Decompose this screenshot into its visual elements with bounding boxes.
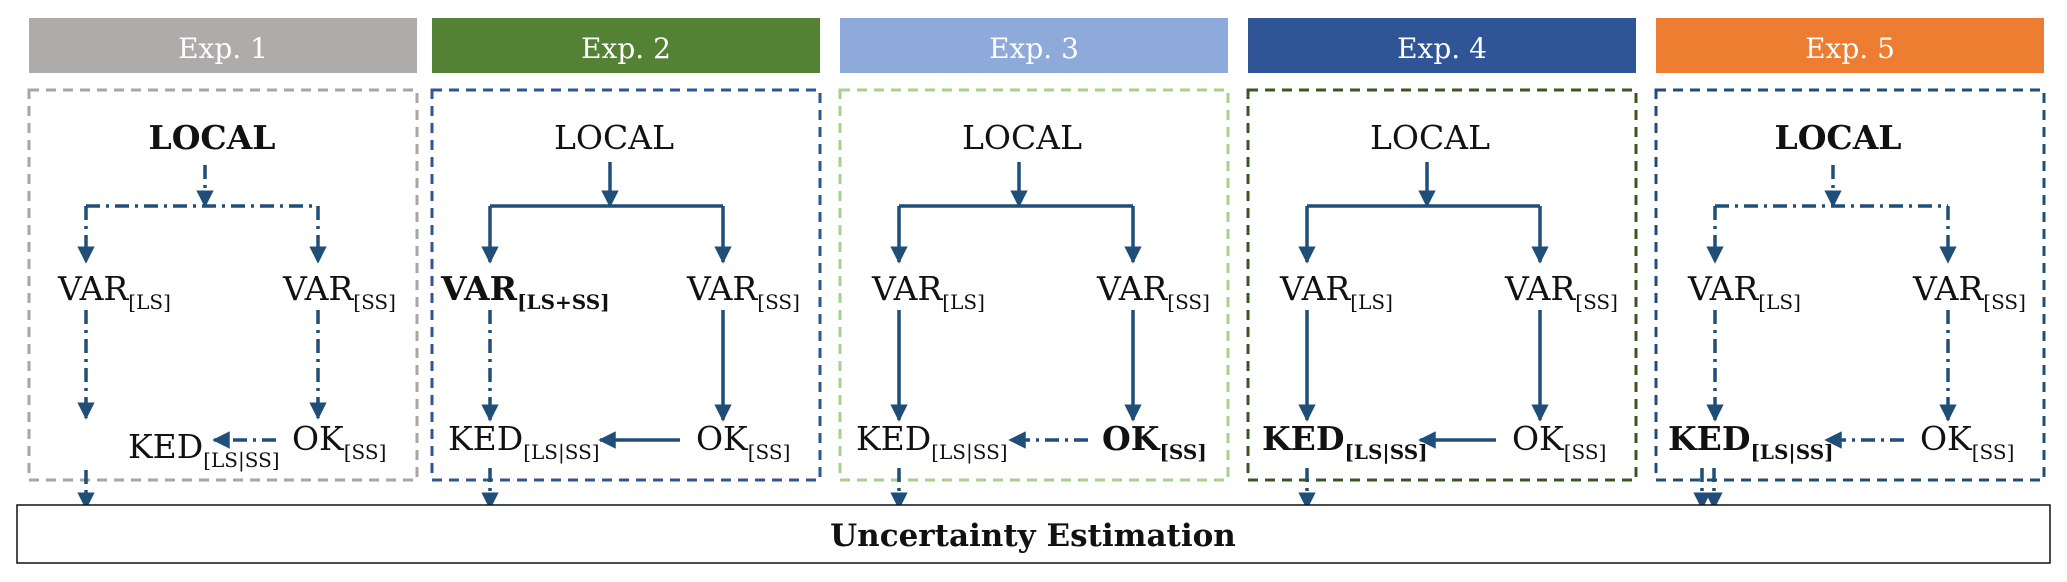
exp-4-edges xyxy=(1298,162,1549,510)
exp-3-var-ls: VAR[LS] xyxy=(871,269,985,314)
exp-1-local: LOCAL xyxy=(148,118,275,157)
exp-2-ok: OK[SS] xyxy=(696,419,790,464)
exp-5-ok: OK[SS] xyxy=(1920,419,2014,464)
experiment-1: Exp. 1 LOCAL VAR[LS] VAR[SS] KED[LS|SS] … xyxy=(27,18,419,510)
exp-5-edges xyxy=(1693,165,1957,510)
exp-2-ked: KED[LS|SS] xyxy=(448,419,600,465)
exp-2-var-ls-ss: VAR[LS+SS] xyxy=(440,269,610,314)
exp-1-header-bar xyxy=(29,18,417,73)
exp-4-ok: OK[SS] xyxy=(1512,419,1606,464)
exp-4-var-ls: VAR[LS] xyxy=(1279,269,1393,314)
exp-2-edges xyxy=(481,162,732,510)
exp-2-header: Exp. 2 xyxy=(581,32,671,65)
uncertainty-estimation-label: Uncertainty Estimation xyxy=(830,518,1236,554)
experiment-2: Exp. 2 LOCAL VAR[LS+SS] VAR[SS] KED[LS|S… xyxy=(430,18,822,510)
exp-2-local: LOCAL xyxy=(554,118,674,157)
uncertainty-box-frame xyxy=(16,504,2051,564)
experiment-5: Exp. 5 LOCAL VAR[LS] VAR[SS] KED[LS|SS] … xyxy=(1654,18,2046,510)
exp-5-ked: KED[LS|SS] xyxy=(1668,419,1834,464)
exp-5-local: LOCAL xyxy=(1774,118,1901,157)
exp-3-var-ss: VAR[SS] xyxy=(1096,269,1210,314)
exp-3-local: LOCAL xyxy=(962,118,1082,157)
exp-5-var-ss: VAR[SS] xyxy=(1912,269,2026,314)
exp-4-header-bar xyxy=(1248,18,1636,73)
exp-1-header: Exp. 1 xyxy=(178,32,268,65)
exp-2-border xyxy=(430,88,822,482)
exp-4-var-ss: VAR[SS] xyxy=(1504,269,1618,314)
exp-5-header: Exp. 5 xyxy=(1805,32,1895,65)
experiment-3: Exp. 3 LOCAL VAR[LS] VAR[SS] KED[LS|SS] … xyxy=(838,18,1230,510)
exp-3-ok: OK[SS] xyxy=(1102,419,1207,464)
exp-5-header-bar xyxy=(1656,18,2044,73)
exp-5-border xyxy=(1654,88,2046,482)
exp-1-var-ls: VAR[LS] xyxy=(57,269,171,314)
exp-3-ked: KED[LS|SS] xyxy=(856,419,1008,465)
exp-3-header: Exp. 3 xyxy=(989,32,1079,65)
exp-3-border xyxy=(838,88,1230,482)
exp-3-edges xyxy=(890,162,1142,510)
exp-4-border xyxy=(1246,88,1638,482)
experiment-4: Exp. 4 LOCAL VAR[LS] VAR[SS] KED[LS|SS] … xyxy=(1246,18,1638,510)
exp-4-header: Exp. 4 xyxy=(1397,32,1487,65)
exp-1-var-ss: VAR[SS] xyxy=(282,269,396,314)
exp-1-border xyxy=(27,88,419,482)
exp-2-var-ss: VAR[SS] xyxy=(686,269,800,314)
exp-1-ked: KED[LS|SS] xyxy=(128,427,280,473)
exp-5-var-ls: VAR[LS] xyxy=(1687,269,1801,314)
exp-4-local: LOCAL xyxy=(1370,118,1490,157)
exp-4-ked: KED[LS|SS] xyxy=(1262,419,1428,464)
exp-1-edges xyxy=(77,165,327,510)
exp-2-header-bar xyxy=(432,18,820,73)
exp-1-ok: OK[SS] xyxy=(292,419,386,464)
exp-3-header-bar xyxy=(840,18,1228,73)
uncertainty-box: Uncertainty Estimation xyxy=(16,504,2051,564)
